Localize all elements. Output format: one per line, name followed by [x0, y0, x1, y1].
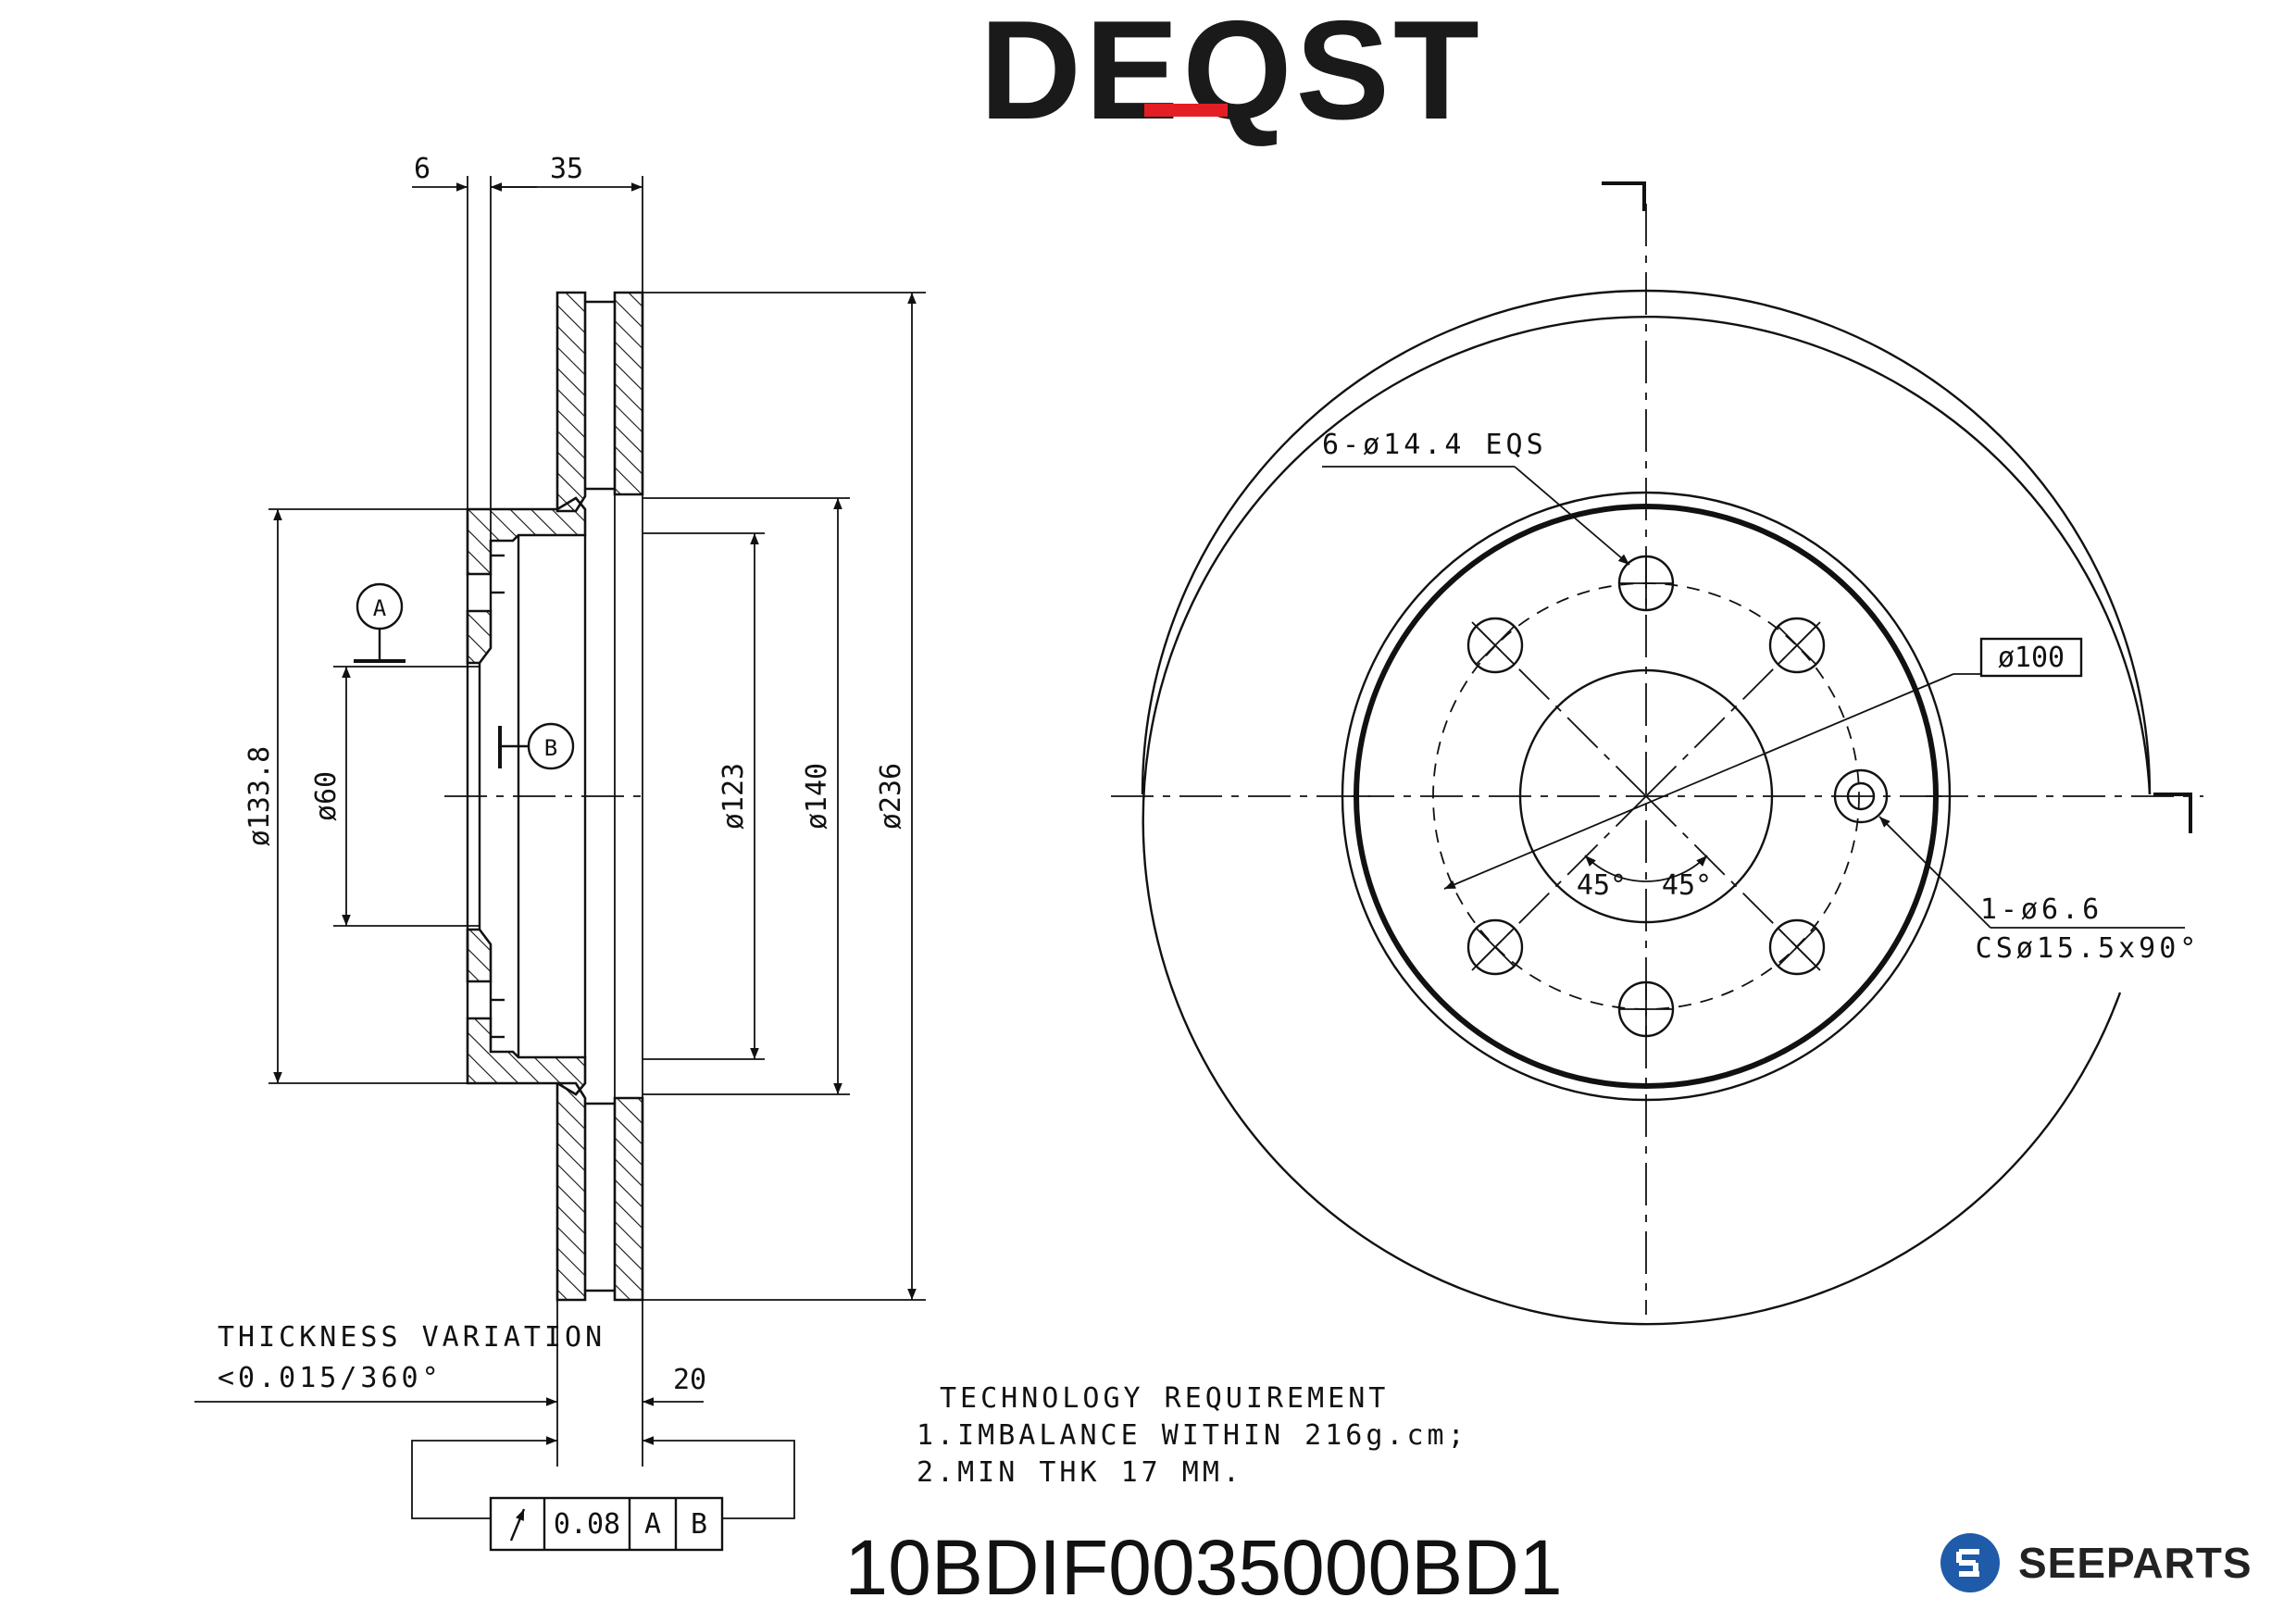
fcf-datum-2: B [691, 1508, 707, 1541]
dim-hat-depth: 35 [550, 153, 583, 185]
screw-hole-note-1: 1-ø6.6 [1980, 893, 2103, 926]
plan-view: 45° 45° ø100 6-ø14.4 EQS 1-ø6.6 CSø15.5x… [1111, 181, 2203, 1326]
bolt-hole-bottom [1617, 980, 1675, 1038]
thickness-variation-value: <0.015/360° [218, 1362, 443, 1394]
thickness-variation-title: THICKNESS VARIATION [218, 1321, 605, 1354]
angle-left: 45° [1577, 869, 1627, 902]
deqst-logo: DEQST [980, 0, 1483, 149]
feature-control-frame: 0.08 A B [489, 1496, 724, 1552]
dim-flange: 6 [414, 153, 430, 185]
dia-outer: ø236 [875, 763, 907, 830]
datum-a-symbol: A [354, 582, 406, 663]
dia-bore: ø60 [310, 771, 343, 821]
requirements-title: TECHNOLOGY REQUIREMENT [940, 1382, 1389, 1415]
logo-accent-bar [1144, 104, 1228, 117]
datum-b-symbol: B [498, 722, 575, 770]
pcd-note: ø100 [1998, 642, 2065, 674]
dia-inner: ø123 [718, 763, 750, 830]
requirements-line-1: 1.IMBALANCE WITHIN 216g.cm; [917, 1419, 1468, 1452]
bolt-hole-top [1617, 555, 1675, 612]
hat-flange-lower [466, 928, 493, 983]
requirements-line-2: 2.MIN THK 17 MM. [917, 1456, 1243, 1489]
angle-right: 45° [1662, 869, 1712, 902]
bolt-holes-note: 6-ø14.4 EQS [1322, 429, 1547, 461]
outer-plate-left-lower [555, 1081, 587, 1302]
svg-text:A: A [373, 595, 387, 621]
dia-hat: ø133.8 [243, 746, 276, 846]
screw-hole-note-2: CSø15.5x90° [1976, 932, 2201, 965]
fcf-datum-1: A [644, 1508, 661, 1541]
outer-plate-right-lower [613, 1096, 644, 1302]
outer-plate-right [613, 291, 644, 496]
hat-bottom [466, 1017, 587, 1096]
dim-width: 20 [673, 1364, 706, 1396]
seeparts-name: SEEPARTS [2018, 1539, 2252, 1587]
technology-requirements: TECHNOLOGY REQUIREMENT 1.IMBALANCE WITHI… [917, 1382, 1468, 1489]
logo-text: DEQST [980, 0, 1483, 149]
seeparts-logo: SEEPARTS [1940, 1533, 2252, 1592]
svg-text:B: B [544, 735, 557, 761]
screw-hole [1833, 768, 1889, 824]
hat-top [466, 496, 587, 576]
fcf-tolerance: 0.08 [554, 1508, 620, 1541]
outer-plate-left [555, 291, 587, 513]
hat-flange-upper [466, 609, 493, 665]
part-number: 10BDIF0035000BD1 [844, 1524, 1562, 1611]
runout-arrow-icon [509, 1508, 526, 1542]
dia-hub: ø140 [801, 763, 833, 830]
section-view: 6 35 ø236 ø140 ø123 ø133.8 ø60 A [194, 153, 926, 1552]
